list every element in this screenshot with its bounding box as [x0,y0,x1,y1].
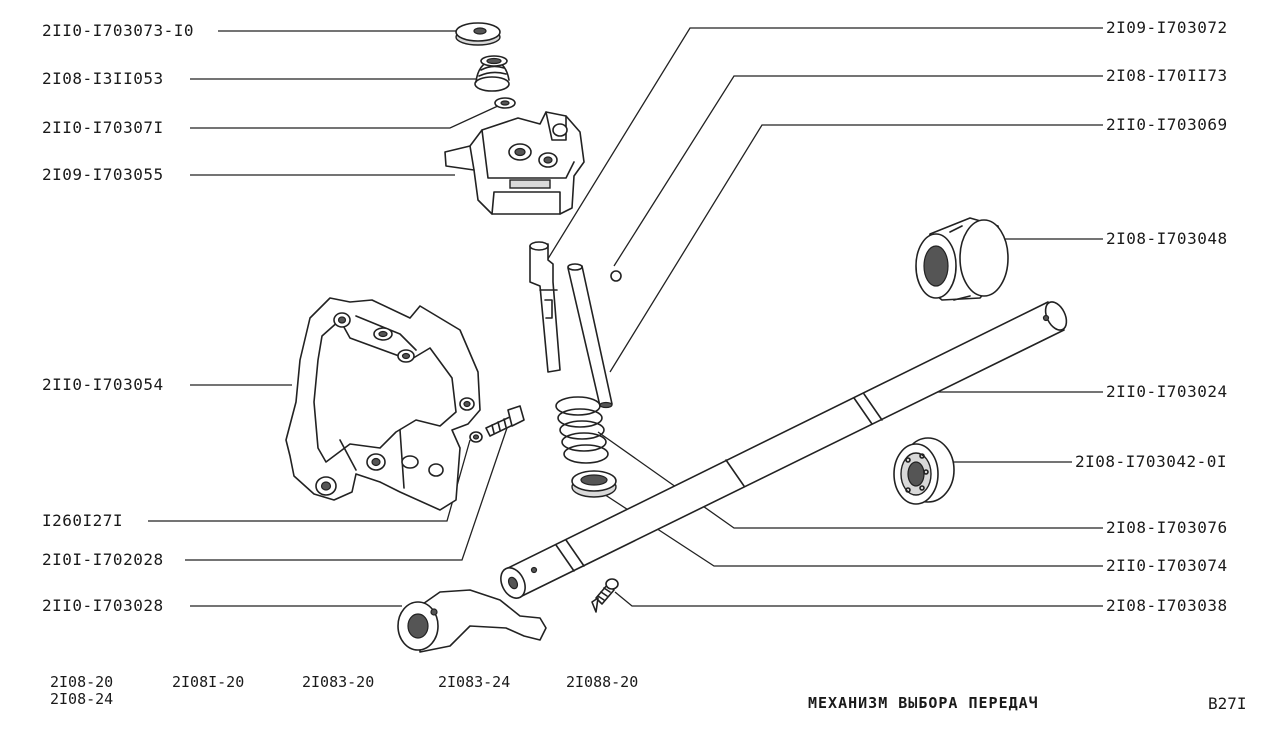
model-code: 2I083-24 [438,673,511,691]
part-number-p16: 2II0-I703074 [1106,556,1228,575]
model-code: 2I08I-20 [172,673,245,691]
part-number-p14: 2I08-I703042-0I [1075,452,1227,471]
part-number-p12: 2I08-I703048 [1106,229,1228,248]
part-number-p9: 2I09-I703072 [1106,18,1228,37]
part-number-p17: 2I08-I703038 [1106,596,1228,615]
retaining-screw [591,578,619,613]
boot-seal [474,55,510,92]
washer-top [455,22,501,46]
leader-p3 [190,104,501,129]
model-code: 2I08-20 [50,673,114,691]
bracket-housing [444,111,585,215]
part-number-p7: 2I0I-I702028 [42,550,164,569]
model-code: 2I088-20 [566,673,639,691]
model-code: 2I083-20 [302,673,375,691]
main-shaft [500,301,1068,599]
part-number-p10: 2I08-I70II73 [1106,66,1228,85]
small-ring [494,97,516,109]
part-number-p1: 2II0-I703073-I0 [42,21,194,40]
bolt-and-washer [469,405,525,443]
leader-lines [148,27,1103,607]
ball-bearing [893,437,955,505]
part-number-p11: 2II0-I703069 [1106,115,1228,134]
leader-p17 [614,591,1103,607]
part-number-p5: 2II0-I703054 [42,375,164,394]
part-number-p6: I260I27I [42,511,124,530]
part-number-p15: 2I08-I703076 [1106,518,1228,537]
part-number-p3: 2II0-I70307I [42,118,164,137]
figure-code: B27I [1208,694,1247,713]
diagram-title: МЕХАНИЗМ ВЫБОРА ПЕРЕДАЧ [808,694,1039,712]
leader-p10 [613,75,1103,267]
leader-p15 [597,431,1103,529]
leader-p11 [609,124,1103,373]
leader-p7 [185,424,509,561]
leader-p6 [148,439,471,522]
leader-p9 [545,27,1103,263]
model-code: 2I08-24 [50,690,114,708]
part-number-p8: 2II0-I703028 [42,596,164,615]
part-number-p2: 2I08-I3II053 [42,69,164,88]
part-number-p4: 2I09-I703055 [42,165,164,184]
detent-ball [610,270,622,282]
bushing [915,217,1009,301]
selector-frame [285,297,481,511]
coil-spring [555,396,609,464]
spring-seat [571,470,617,498]
part-number-p13: 2II0-I703024 [1106,382,1228,401]
long-rod [567,263,613,409]
shift-lever [397,589,547,653]
grooved-pin [529,241,561,373]
